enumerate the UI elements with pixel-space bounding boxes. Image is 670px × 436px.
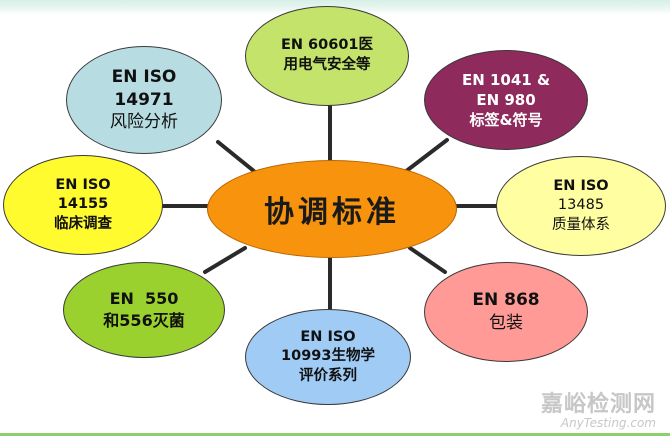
node-en868-line-1: EN 868 [472,290,540,311]
bottom-decorative-line [0,433,670,436]
connector-en868 [408,246,447,274]
connector-en550 [203,246,247,274]
node-en550-line-1: EN 550 [109,289,179,309]
node-en550-line-2: 和556灭菌 [103,311,185,330]
watermark: 嘉峪检测网 AnyTesting.com [541,386,656,430]
node-en1041: EN 1041 & EN 980 标签&符号 [424,50,588,150]
center-node-label: 协调标准 [264,195,400,230]
node-en1041-line-1: EN 1041 & [461,70,551,89]
node-en550: EN 550 和556灭菌 [63,262,225,358]
node-en60601-line-1: EN 60601医 [280,37,374,54]
node-en14155-line-2: 14155 [57,196,109,213]
node-en1041-line-3: 标签&符号 [469,111,543,130]
watermark-cn: 嘉峪检测网 [540,392,656,417]
node-en13485-line-2: 13485 [557,197,605,214]
node-en14155-line-1: EN ISO [55,176,111,193]
node-en10993-line-3: 评价系列 [299,367,357,384]
node-en14155: EN ISO 14155 临床调查 [3,155,163,255]
node-en14971-line-2: 14971 [114,89,174,110]
node-en868-line-2: 包装 [489,313,523,333]
node-en868: EN 868 包装 [424,262,588,362]
center-node: 协调标准 [207,160,457,258]
node-en14971-line-3: 风险分析 [110,112,178,133]
node-en60601: EN 60601医 用电气安全等 [245,6,409,106]
node-en10993-line-1: EN ISO [300,328,356,345]
connector-en14971 [216,140,257,174]
node-en10993: EN ISO 10993生物学 评价系列 [245,309,411,405]
node-en14155-line-3: 临床调查 [54,215,112,232]
node-en13485-line-3: 质量体系 [552,216,610,233]
node-en13485-line-1: EN ISO [553,177,609,194]
node-en60601-line-2: 用电气安全等 [283,57,371,73]
watermark-en: AnyTesting.com [560,416,656,430]
node-en13485: EN ISO 13485 质量体系 [496,156,666,256]
connector-en1041 [403,138,449,174]
node-en14971-line-1: EN ISO [111,66,177,87]
node-en1041-line-2: EN 980 [476,90,536,109]
node-en14971: EN ISO 14971 风险分析 [66,46,222,154]
node-en10993-line-2: 10993生物学 [281,348,375,365]
